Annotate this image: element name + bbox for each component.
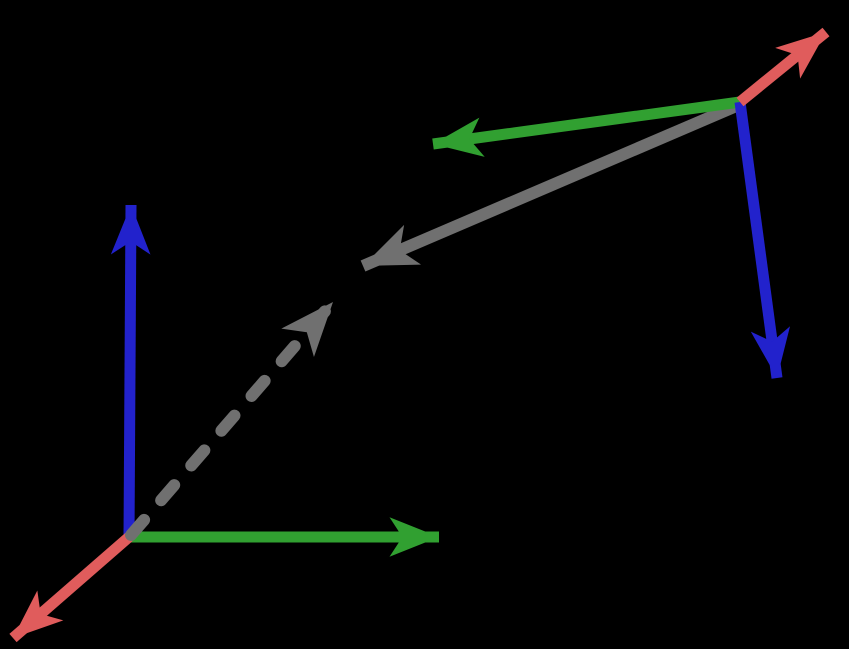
frame-upper-right	[432, 27, 830, 379]
frame-upper-right-z-axis-arrow	[734, 101, 791, 379]
frame-lower-left	[9, 204, 439, 643]
frame-upper-right-x-axis-arrow	[736, 27, 830, 107]
frame-lower-left-x-axis-arrow	[9, 532, 133, 643]
solid-translation-vector-arrow	[360, 98, 744, 272]
frame-lower-left-z-axis-arrow	[110, 204, 151, 538]
frame-upper-right-y-axis-arrow	[432, 96, 741, 157]
dashed-translation-vector-arrow	[125, 296, 339, 541]
